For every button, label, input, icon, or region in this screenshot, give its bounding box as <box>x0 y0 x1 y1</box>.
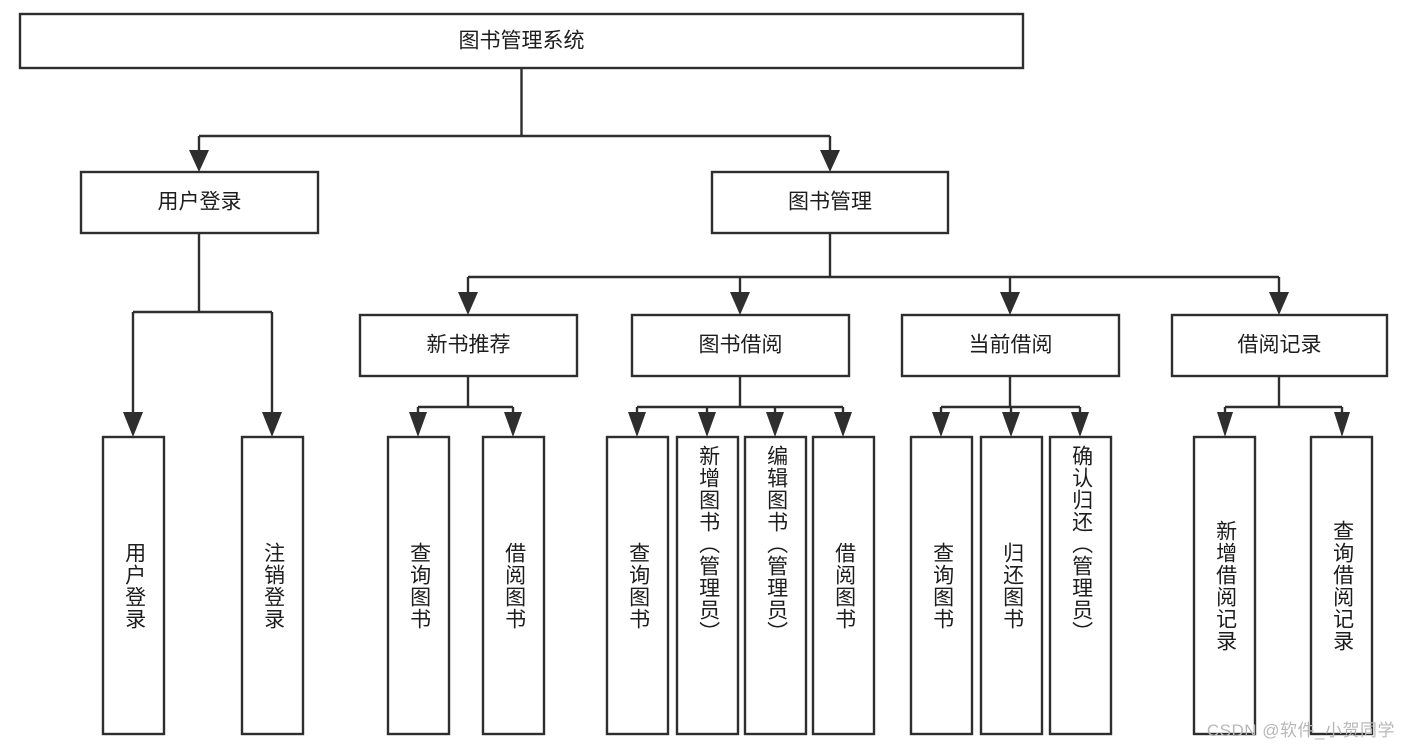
leaf-box-new-book-2[interactable] <box>481 435 546 736</box>
node-current-borrow-box[interactable] <box>900 313 1121 378</box>
leaf-box-user-login-1[interactable] <box>101 435 166 736</box>
arrow-icon-leaf-c2 <box>698 412 716 437</box>
arrow-icon-leaf-b1 <box>409 412 427 437</box>
arrow-icon-leaf-a2 <box>262 412 282 437</box>
arrow-icon-leaf-e1 <box>1217 412 1233 437</box>
arrow-icon-new-book <box>458 292 478 315</box>
node-user-login-label: 用户登录 <box>158 191 242 214</box>
arrow-icon-leaf-e2 <box>1334 412 1350 437</box>
arrow-icon-current-borrow <box>1000 292 1020 315</box>
arrow-icon-leaf-d3 <box>1071 412 1089 437</box>
node-book-manage-box[interactable] <box>710 170 950 235</box>
leaf-box-current-borrow-2[interactable] <box>979 435 1044 736</box>
leaf-box-book-borrow-3[interactable] <box>743 435 808 736</box>
arrow-icon-leaf-b2 <box>504 412 522 437</box>
leaf-box-current-borrow-1[interactable] <box>909 435 974 736</box>
node-borrow-record-box[interactable] <box>1170 313 1389 378</box>
node-current-borrow-label: 当前借阅 <box>969 334 1053 357</box>
arrow-icon-book-borrow <box>730 292 750 315</box>
arrow-icon-leaf-c3 <box>766 412 784 437</box>
node-root-box[interactable] <box>18 12 1025 70</box>
leaf-box-borrow-record-2[interactable] <box>1309 435 1374 736</box>
leaf-box-book-borrow-2[interactable] <box>675 435 740 736</box>
node-book-borrow-label: 图书借阅 <box>699 334 783 357</box>
leaf-box-user-login-2[interactable] <box>240 435 305 736</box>
nodes-layer: 图书管理系统 用户登录 图书管理 新书推荐 图书借阅 当前借阅 借阅记录 <box>18 12 1389 736</box>
leaf-box-current-borrow-3[interactable] <box>1048 435 1113 736</box>
arrow-icon-borrow-record <box>1269 292 1289 315</box>
leaf-box-new-book-1[interactable] <box>386 435 451 736</box>
node-book-manage-label: 图书管理 <box>788 191 872 214</box>
arrow-icon-leaf-d2 <box>1002 412 1020 437</box>
node-root-label: 图书管理系统 <box>459 30 585 53</box>
node-user-login-box[interactable] <box>79 170 320 235</box>
arrow-icon-user-login <box>189 150 209 172</box>
arrow-icon-leaf-d1 <box>932 412 950 437</box>
node-book-borrow-box[interactable] <box>630 313 851 378</box>
watermark-text: CSDN @软件_小贺同学 <box>1206 721 1395 740</box>
arrow-icon-book-manage <box>820 150 840 172</box>
leaf-box-borrow-record-1[interactable] <box>1192 435 1257 736</box>
node-new-book-box[interactable] <box>358 313 579 378</box>
node-new-book-label: 新书推荐 <box>427 334 511 357</box>
node-borrow-record-label: 借阅记录 <box>1238 334 1322 357</box>
arrow-icon-leaf-a1 <box>123 412 143 437</box>
arrow-icon-leaf-c4 <box>834 412 852 437</box>
arrowheads-layer <box>123 150 1350 437</box>
arrow-icon-leaf-c1 <box>628 412 646 437</box>
leaf-box-book-borrow-1[interactable] <box>605 435 670 736</box>
leaf-box-book-borrow-4[interactable] <box>811 435 876 736</box>
